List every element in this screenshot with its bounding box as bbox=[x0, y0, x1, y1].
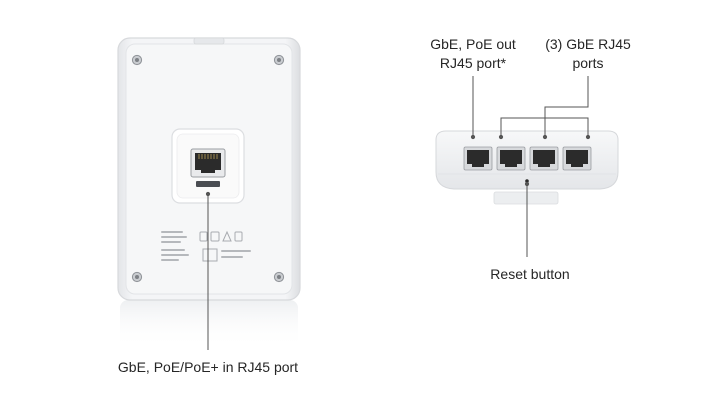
screw-icon bbox=[131, 54, 143, 66]
leader-dot bbox=[470, 134, 476, 140]
callout-poe-out-port: GbE, PoE out RJ45 port* bbox=[418, 35, 528, 73]
screw-icon bbox=[273, 271, 285, 283]
rj45-port-icon bbox=[463, 146, 493, 171]
switch-side-view bbox=[435, 130, 619, 205]
callout-gbe-ports-line1: (3) GbE RJ45 bbox=[545, 36, 631, 52]
leader-lines bbox=[205, 76, 591, 350]
rj45-port-icon bbox=[562, 146, 592, 171]
rj45-port-icon bbox=[496, 146, 526, 171]
rj45-port-icon bbox=[529, 146, 559, 171]
callout-reset-button: Reset button bbox=[490, 266, 570, 282]
reset-pinhole-icon bbox=[525, 179, 529, 183]
rj45-port-icon bbox=[190, 148, 226, 178]
screw-icon bbox=[273, 54, 285, 66]
callout-gbe-ports-line2: ports bbox=[572, 55, 604, 71]
screw-icon bbox=[131, 271, 143, 283]
callout-poe-out-line1: GbE, PoE out bbox=[430, 36, 516, 52]
callout-poe-out-line2: RJ45 port* bbox=[439, 55, 507, 71]
callout-gbe-ports: (3) GbE RJ45 ports bbox=[538, 35, 638, 73]
callout-poe-in-port: GbE, PoE/PoE+ in RJ45 port bbox=[117, 359, 299, 375]
device-reflection bbox=[120, 300, 298, 348]
wall-unit-back bbox=[117, 37, 301, 348]
regulatory-marks bbox=[161, 230, 251, 262]
